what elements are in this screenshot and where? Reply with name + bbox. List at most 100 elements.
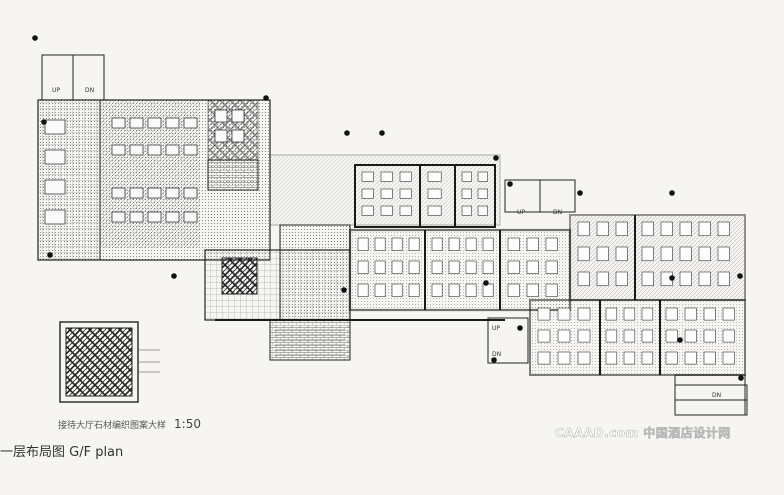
bed-fixture <box>660 221 673 237</box>
reception-hall <box>204 224 505 361</box>
bed-fixture <box>361 188 374 199</box>
bed-fixture <box>545 283 558 297</box>
bed-fixture <box>461 171 472 182</box>
bed-fixture <box>641 246 654 262</box>
dining-table <box>214 109 228 123</box>
bed-fixture <box>465 237 477 251</box>
column-marker <box>493 155 499 161</box>
bed-fixture <box>596 246 609 262</box>
column-marker <box>379 130 385 136</box>
restaurant-tables <box>44 109 245 225</box>
bed-fixture <box>660 246 673 262</box>
stone-weave-detail <box>59 321 160 403</box>
bed-fixture <box>641 307 654 321</box>
bed-fixture <box>408 260 420 274</box>
bed-fixture <box>399 188 412 199</box>
column-marker <box>507 181 513 187</box>
column-marker <box>171 273 177 279</box>
dining-table <box>214 129 228 143</box>
dining-table <box>129 117 144 129</box>
stair-up-label: UP <box>517 209 525 216</box>
bed-fixture <box>427 188 442 199</box>
bed-fixture <box>391 260 403 274</box>
stair-down-label: DN <box>85 87 94 94</box>
dining-table <box>147 144 162 156</box>
bed-fixture <box>391 237 403 251</box>
bed-fixture <box>605 329 618 343</box>
bed-fixture <box>461 188 472 199</box>
bed-fixture <box>391 283 403 297</box>
bed-fixture <box>703 351 716 365</box>
bed-fixture <box>477 188 488 199</box>
watermark-text: CAAAD.com 中国酒店设计网 <box>555 426 731 441</box>
bed-fixture <box>465 283 477 297</box>
bed-fixture <box>722 351 735 365</box>
stair-down-label: DN <box>712 392 721 399</box>
bed-fixture <box>380 205 393 216</box>
bed-fixture <box>461 205 472 216</box>
guest-room-fixtures <box>357 171 735 365</box>
dining-table <box>231 129 245 143</box>
bed-fixture <box>545 237 558 251</box>
bed-fixture <box>465 260 477 274</box>
stair-down-label: DN <box>553 209 562 216</box>
dining-table <box>147 187 162 199</box>
bed-fixture <box>537 329 551 343</box>
bed-fixture <box>482 260 494 274</box>
bed-fixture <box>357 237 369 251</box>
detail-caption: 接待大厅石材编织图案大样 1:50 <box>58 417 201 431</box>
dining-table <box>165 117 180 129</box>
stair-bottom-right: DN <box>674 384 748 416</box>
bed-fixture <box>623 351 636 365</box>
dining-table <box>165 211 180 223</box>
detail-caption-text: 接待大厅石材编织图案大样 <box>58 421 167 431</box>
bed-fixture <box>623 307 636 321</box>
bed-fixture <box>684 307 697 321</box>
dining-table <box>183 187 198 199</box>
column-marker <box>47 252 53 258</box>
bed-fixture <box>605 307 618 321</box>
bed-fixture <box>507 260 520 274</box>
bed-fixture <box>557 351 571 365</box>
bed-fixture <box>615 221 628 237</box>
stair-upper-middle: UP DN <box>504 179 576 216</box>
bed-fixture <box>596 221 609 237</box>
stair-lower-middle: UP DN <box>487 317 529 364</box>
column-marker <box>669 190 675 196</box>
stair-down-label: DN <box>492 351 501 358</box>
dining-table <box>44 149 66 165</box>
bed-fixture <box>615 271 628 287</box>
plan-title: 一层布局图 G/F plan <box>0 445 124 460</box>
bed-fixture <box>722 307 735 321</box>
column-marker <box>263 95 269 101</box>
column-marker <box>491 357 497 363</box>
dining-table <box>44 179 66 195</box>
bed-fixture <box>357 260 369 274</box>
bed-fixture <box>665 307 678 321</box>
dining-table <box>111 187 126 199</box>
dining-table <box>111 144 126 156</box>
bed-fixture <box>448 260 460 274</box>
bed-fixture <box>448 237 460 251</box>
bed-fixture <box>641 351 654 365</box>
bed-fixture <box>374 237 386 251</box>
dining-table <box>183 144 198 156</box>
bed-fixture <box>641 221 654 237</box>
dining-table <box>44 119 66 135</box>
bed-fixture <box>357 283 369 297</box>
dining-table <box>129 211 144 223</box>
column-marker <box>32 35 38 41</box>
column-marker <box>344 130 350 136</box>
detail-scale: 1:50 <box>174 417 201 431</box>
bed-fixture <box>641 271 654 287</box>
bed-fixture <box>526 283 539 297</box>
bed-fixture <box>477 171 488 182</box>
bed-fixture <box>698 221 711 237</box>
dining-table <box>111 211 126 223</box>
bed-fixture <box>427 205 442 216</box>
bed-fixture <box>526 237 539 251</box>
entrance-steps <box>275 329 345 356</box>
bed-fixture <box>482 237 494 251</box>
bed-fixture <box>545 260 558 274</box>
